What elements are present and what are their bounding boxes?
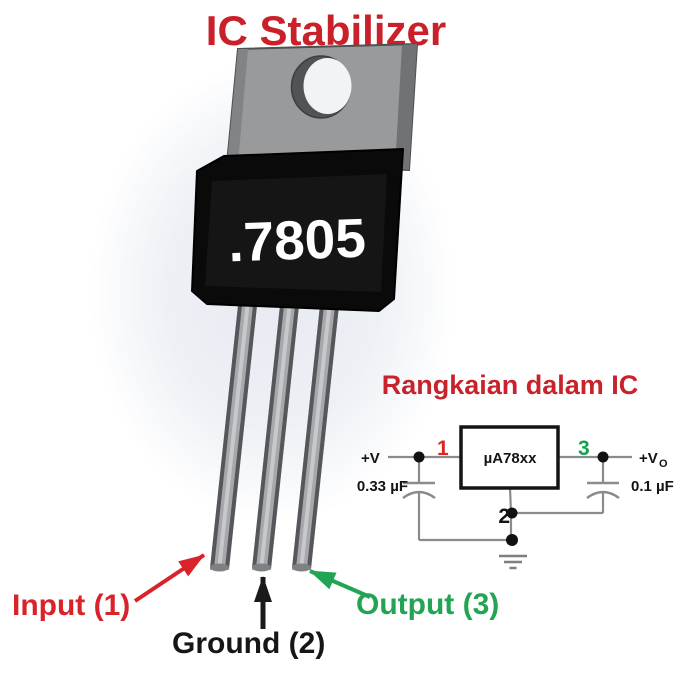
circuit-pin2-number: 2 [498,505,510,528]
input-arrow [133,553,206,603]
output-arrow [309,569,371,599]
ground-symbol-icon [499,554,527,570]
input-voltage-label: +V [361,450,380,467]
package-marking: .7805 [227,207,367,274]
mounting-tab [225,42,419,172]
circuit-wires [388,455,632,542]
circuit-section-title: Rangkaian dalam IC [381,370,639,400]
pin-leg-output [292,295,340,572]
ground-pin-label: Ground (2) [172,627,326,660]
internal-circuit-schematic: µA78xx +V 1 3 2 +V O 0.33 µF 0.1 µF [357,425,674,570]
output-voltage-subscript: O [659,458,668,470]
output-capacitor-value: 0.1 µF [631,478,674,495]
pin-leg-ground [252,295,300,572]
output-pin-label: Output (3) [356,588,500,621]
junction-dots [413,451,609,546]
circuit-pin1-number: 1 [437,437,449,460]
input-capacitor-icon [402,481,436,499]
mounting-hole [290,55,352,119]
package-body: .7805 [191,148,404,312]
output-capacitor-icon [586,481,620,499]
pin-leg-input [210,295,258,572]
regulator-box [459,425,560,490]
regulator-box-label: µA78xx [484,450,538,467]
input-capacitor-value: 0.33 µF [357,478,408,495]
input-pin-label: Input (1) [12,589,131,622]
output-voltage-label: +V [639,450,658,467]
circuit-pin3-number: 3 [578,437,590,460]
